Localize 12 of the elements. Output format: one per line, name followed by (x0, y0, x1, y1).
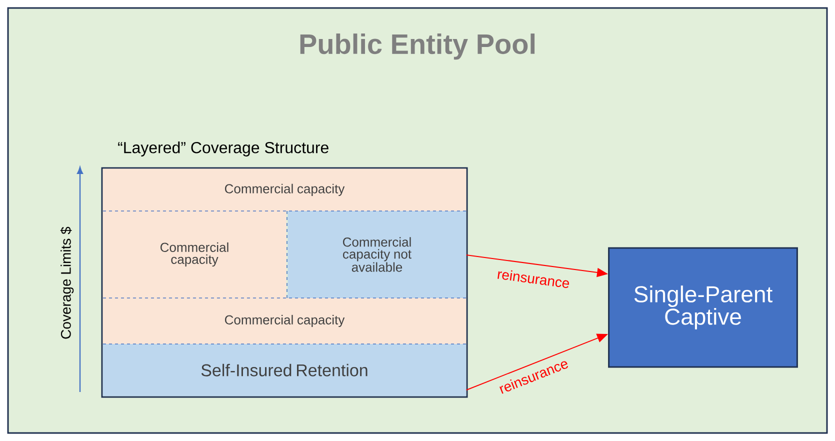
coverage-band: Commercial capacity (102, 211, 286, 298)
coverage-band: Commercial capacity not available (288, 211, 466, 298)
node-label: Commercial capacity (224, 184, 345, 196)
coverage-band: Commercial capacity (102, 168, 466, 211)
coverage-band: Commercial capacity (102, 298, 466, 344)
node-label: Commercial capacity (160, 242, 228, 267)
captive-box: Single-Parent Captive (608, 247, 798, 368)
coverage-band: Self-Insured Retention (102, 344, 466, 396)
edge-label: reinsurance (498, 270, 570, 288)
node-label: “Layered” Coverage Structure (118, 142, 328, 156)
node-label: Commercial capacity (224, 314, 345, 328)
axis-label: Coverage Limits $ (60, 226, 74, 339)
